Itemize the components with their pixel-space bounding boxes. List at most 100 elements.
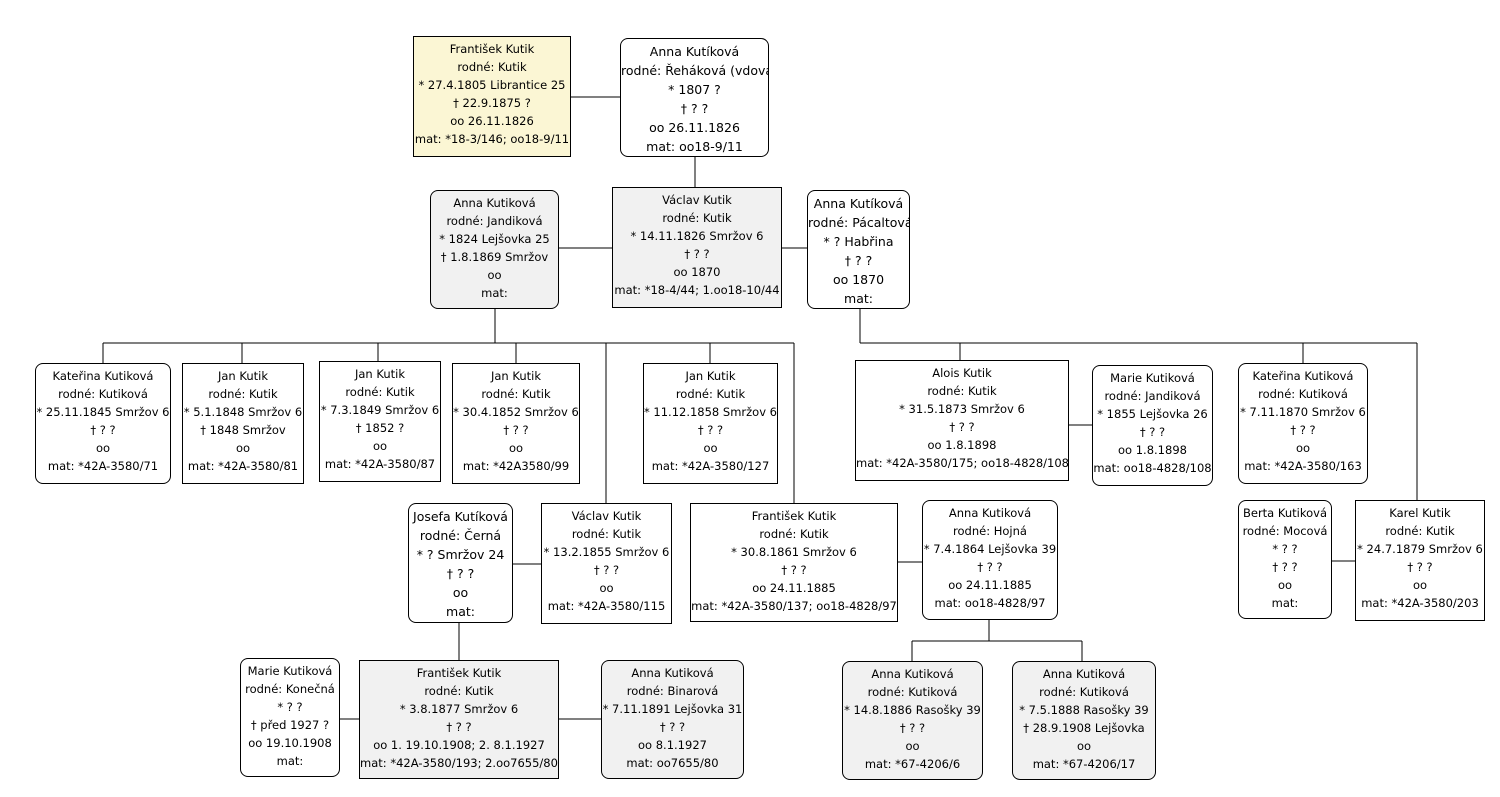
birth-name: rodné: Kutik	[345, 385, 415, 399]
record-info: mat: *42A-3580/127	[651, 459, 770, 473]
record-info: mat: oo18-4828/108	[1093, 461, 1212, 475]
person-name: Marie Kutiková	[1110, 371, 1195, 385]
birth-info: * 1855 Lejšovka 26	[1097, 407, 1208, 421]
death-info: † 28.9.1908 Lejšovka	[1023, 721, 1145, 735]
person-name: Anna Kutiková	[631, 666, 714, 680]
person-name: Karel Kutik	[1389, 506, 1451, 520]
marriage-info: oo	[452, 585, 469, 600]
birth-info: * 13.2.1855 Smržov 6	[543, 545, 670, 559]
marriage-info: oo	[599, 581, 614, 595]
record-info: mat: *42A3580/99	[462, 459, 570, 473]
death-info: † ? ?	[949, 420, 975, 434]
death-info: † ? ?	[697, 423, 724, 437]
marriage-info: oo	[95, 441, 111, 455]
birth-info: * 31.5.1873 Smržov 6	[899, 402, 1025, 416]
record-info: mat:	[844, 291, 873, 306]
person-name: Jan Kutik	[354, 367, 405, 381]
person-name: Jan Kutik	[490, 369, 541, 383]
birth-name: rodné: Kutik	[424, 684, 494, 698]
person-name: Kateřina Kutiková	[1252, 369, 1354, 383]
person-name: Anna Kutiková	[1042, 667, 1126, 681]
birth-info: * 5.1.1848 Smržov 6	[183, 405, 303, 419]
birth-info: * ? ?	[1272, 542, 1298, 556]
record-info: mat: oo7655/80	[626, 756, 719, 770]
person-card[interactable]: Anna Kutíková rodné: Řeháková (vdova) * 18…	[620, 38, 769, 157]
death-info: † ? ?	[1272, 560, 1298, 574]
person-name: František Kutik	[751, 509, 837, 523]
birth-name: rodné: Černá	[419, 528, 502, 543]
death-info: † ? ?	[844, 253, 873, 268]
birth-name: rodné: Mocová	[1242, 524, 1328, 538]
record-info: mat: oo18-4828/97	[934, 596, 1046, 610]
record-info: mat: *67-4206/6	[864, 757, 961, 771]
birth-info: * 30.8.1861 Smržov 6	[731, 545, 857, 559]
death-info: † 1852 ?	[355, 421, 405, 435]
birth-info: * 7.4.1864 Lejšovka 39	[923, 542, 1057, 556]
birth-info: * ? ?	[277, 700, 303, 714]
person-name: Anna Kutiková	[453, 196, 536, 210]
marriage-info: oo	[703, 441, 718, 455]
birth-name: rodné: Kutik	[927, 384, 997, 398]
birth-info: * 14.8.1886 Rasošky 39	[844, 703, 981, 717]
marriage-info: oo 26.11.1826	[649, 120, 740, 135]
record-info: mat:	[481, 286, 508, 300]
record-info: mat: *18-4/44; 1.oo18-10/44	[614, 283, 780, 297]
birth-name: rodné: Kutiková	[867, 685, 958, 699]
death-info: † ? ?	[446, 566, 475, 581]
person-card[interactable]: František Kutik rodné: Kutik * 30.8.1861 S…	[690, 503, 898, 622]
death-info: † 1848 Smržov	[200, 423, 286, 437]
record-info: mat: *42A-3580/81	[187, 459, 299, 473]
birth-name: rodné: Kutik	[457, 60, 527, 74]
birth-name: rodné: Kutiková	[58, 387, 148, 401]
birth-name: rodné: Kutik	[675, 387, 746, 401]
marriage-info: oo	[372, 439, 388, 453]
death-info: † ? ?	[659, 720, 686, 734]
birth-info: * 27.4.1805 Librantice 25	[418, 78, 566, 92]
person-name: Anna Kutíková	[649, 44, 740, 59]
birth-name: rodné: Kutik	[481, 387, 551, 401]
birth-name: rodné: Jandiková	[446, 214, 543, 228]
person-name: Anna Kutiková	[871, 667, 954, 681]
birth-name: rodné: Kutik	[759, 527, 829, 541]
birth-info: * 7.11.1870 Smržov 6	[1240, 405, 1366, 419]
person-card[interactable]: Anna Kutiková rodné: Jandiková * 1824 Lejš…	[430, 190, 559, 309]
birth-info: * 14.11.1826 Smržov 6	[630, 229, 764, 243]
person-name: Václav Kutik	[571, 509, 642, 523]
record-info: mat:	[276, 754, 304, 768]
marriage-info: oo 1870	[673, 265, 721, 279]
birth-info: * 1807 ?	[668, 82, 721, 97]
birth-name: rodné: Kutik	[208, 387, 278, 401]
marriage-info: oo	[487, 268, 502, 282]
birth-name: rodné: Řeháková (vdova)	[621, 63, 769, 78]
marriage-info: oo 19.10.1908	[248, 736, 332, 750]
person-card[interactable]: Anna Kutiková rodné: Kutiková * 14.8.1886 …	[842, 661, 983, 780]
record-info: mat: *42A-3580/203	[1361, 596, 1479, 610]
record-info: mat: *18-3/146; oo18-9/11	[414, 132, 570, 146]
death-info: † ? ?	[1139, 425, 1166, 439]
marriage-info: oo 1. 19.10.1908; 2. 8.1.1927	[373, 738, 545, 752]
marriage-info: oo 24.11.1885	[752, 581, 836, 595]
birth-info: * 11.12.1858 Smržov 6	[644, 405, 777, 419]
birth-info: * 1824 Lejšovka 25	[439, 232, 550, 246]
record-info: mat: oo18-9/11	[646, 139, 743, 154]
